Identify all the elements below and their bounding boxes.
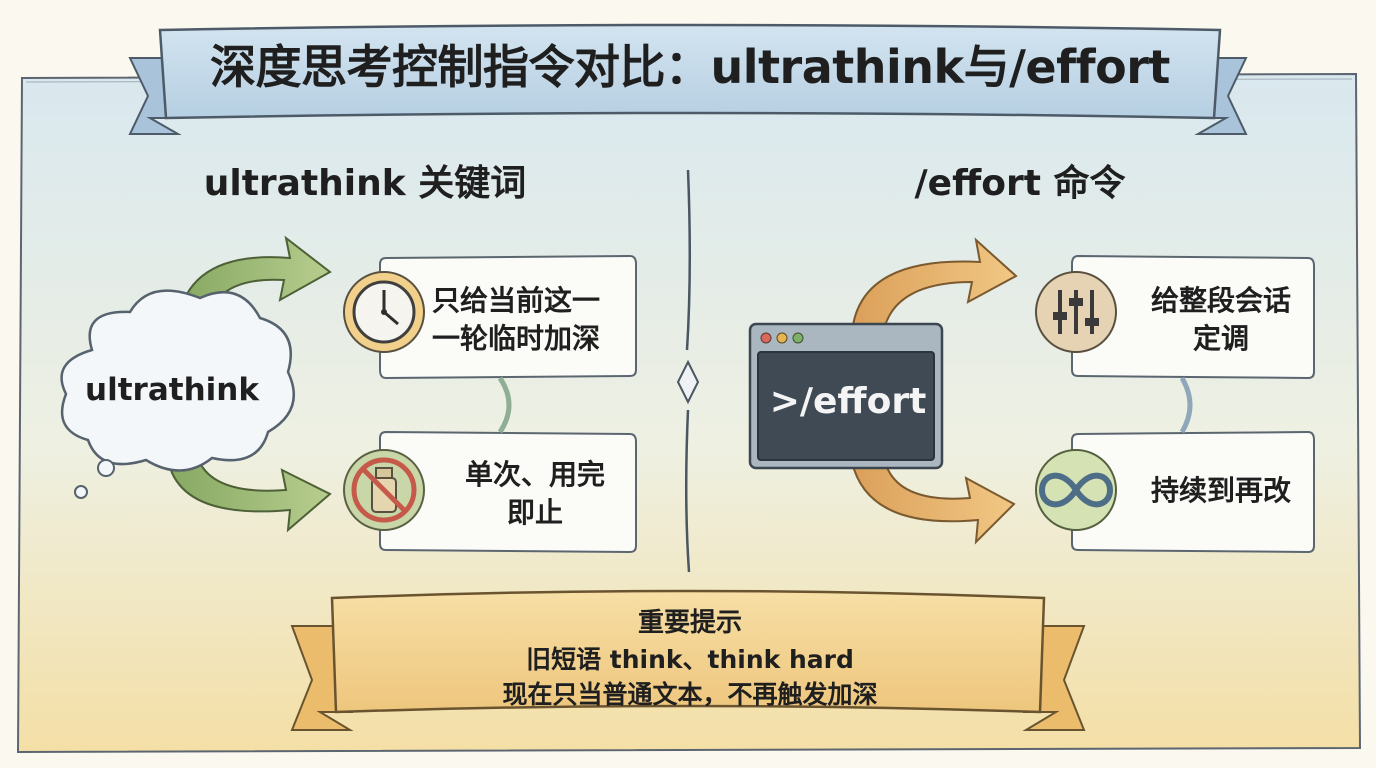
page-title: 深度思考控制指令对比：ultrathink与/effort — [210, 40, 1170, 94]
clock-icon — [343, 271, 425, 353]
right-card-2 — [1071, 430, 1315, 554]
right-card-1-text: 给整段会话 定调 — [1126, 282, 1316, 358]
notice-banner — [290, 589, 1086, 731]
right-card-1-line-1: 给整段会话 — [1150, 284, 1291, 317]
left-card-2-text: 单次、用完 即止 — [440, 456, 630, 532]
right-card-1 — [1071, 254, 1315, 380]
left-card-2 — [379, 430, 637, 554]
notice-line-2: 现在只当普通文本，不再触发加深 — [502, 680, 878, 709]
left-card-2-line-2: 即止 — [506, 496, 563, 529]
orange-arrow-bottom — [850, 456, 1016, 545]
terminal-command: >/effort — [769, 381, 927, 422]
left-card-1 — [379, 254, 637, 380]
right-connector — [1179, 376, 1193, 434]
cloud-label: ultrathink — [85, 372, 259, 408]
notice-title: 重要提示 — [637, 608, 742, 638]
left-card-2-line-1: 单次、用完 — [464, 458, 605, 491]
left-connector — [497, 376, 512, 434]
terminal-window — [748, 322, 944, 470]
no-bottle-icon — [343, 449, 425, 531]
left-card-1-line-1: 只给当前这一 — [432, 284, 601, 317]
thought-cloud — [60, 289, 296, 499]
notice-line-1: 旧短语 think、think hard — [526, 645, 854, 674]
left-card-1-text: 只给当前这一 一轮临时加深 — [432, 282, 632, 358]
center-divider — [676, 169, 700, 573]
orange-arrow-top — [850, 237, 1018, 342]
title-banner — [128, 23, 1248, 135]
left-card-1-line-2: 一轮临时加深 — [432, 322, 601, 355]
right-card-1-line-2: 定调 — [1192, 322, 1249, 355]
green-arrow-bottom — [166, 450, 332, 533]
left-heading: ultrathink 关键词 — [203, 163, 527, 204]
right-heading: /effort 命令 — [914, 163, 1126, 204]
right-card-2-text: 持续到再改 — [1150, 474, 1291, 507]
sliders-icon — [1035, 271, 1117, 353]
infinity-icon — [1035, 449, 1117, 531]
